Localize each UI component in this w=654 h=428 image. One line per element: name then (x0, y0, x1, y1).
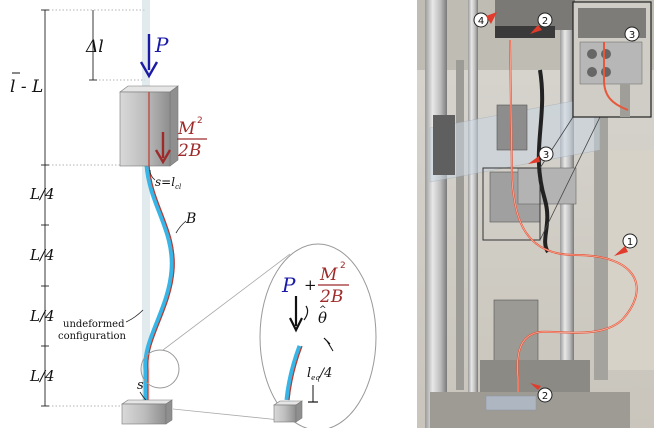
zoom-connector-top (162, 253, 291, 351)
pillar-left (425, 0, 447, 428)
marker-1: 1 (614, 233, 638, 256)
marker-3-inset: 3 (624, 26, 640, 42)
inset-theta: θ (318, 309, 327, 327)
inset-label-P: P (281, 273, 296, 297)
undeformed-pointer (125, 309, 144, 323)
dimension-quarters (41, 165, 49, 407)
zoom-connector-bottom (172, 408, 281, 421)
guide-lines (45, 9, 145, 407)
s-pointer (149, 169, 156, 181)
bottom-clamp-block (121, 399, 173, 425)
rod-cyan (143, 88, 175, 404)
svg-text:4: 4 (478, 16, 484, 27)
label-force-P: P (154, 33, 169, 57)
label-quarter-2: L/4 (29, 246, 55, 264)
label-undeformed-1: undeformed (63, 319, 125, 330)
screw-left (456, 60, 464, 390)
label-s-eq-lcl: s=lcl (155, 175, 181, 191)
undeformed-column (142, 0, 150, 406)
label-l-minus-L: l - L (10, 77, 43, 97)
label-B: B (185, 211, 196, 227)
B-pointer (175, 220, 187, 234)
moment-superscript: 2 (197, 116, 203, 126)
s-bottom-pointer (139, 391, 147, 401)
svg-text:3: 3 (543, 150, 549, 161)
black-cable (536, 69, 550, 254)
zoom-line-2 (539, 116, 601, 241)
rod-red-core (147, 88, 175, 404)
schematic-panel: Δl l - L P M 2 2B s=lcl L/4 L/4 L/4 L/4 … (10, 0, 377, 428)
photo-panel: 4 2 3 3 1 2 (417, 0, 654, 428)
svg-text:2: 2 (542, 391, 548, 402)
weight-block (493, 299, 539, 363)
marker-2-top: 2 (530, 12, 553, 34)
moment-denominator: 2B (177, 141, 201, 161)
label-delta-l: Δl (85, 37, 104, 57)
inset-leq: leq/4 (307, 366, 332, 382)
zoom-inset (572, 1, 652, 118)
moment-arrow (154, 132, 172, 165)
svg-text:2: 2 (542, 16, 548, 27)
inset-moment-num: M (319, 265, 338, 285)
dimension-delta-l (89, 10, 97, 81)
inset-theta-hat: ^ (319, 305, 327, 315)
inset-detail (259, 243, 377, 428)
pillar-mid (468, 0, 478, 428)
inset-label-plus: + (304, 276, 317, 294)
svg-text:3: 3 (629, 30, 635, 41)
marker-2-bottom: 2 (530, 383, 553, 403)
svg-text:1: 1 (627, 237, 633, 248)
label-quarter-4: L/4 (29, 367, 55, 385)
top-clamp-block (119, 85, 179, 167)
zoom-circle (140, 349, 180, 389)
inset-moment-sup: 2 (340, 261, 346, 271)
label-s: s (137, 378, 144, 393)
force-P-arrow (139, 34, 159, 79)
inset-moment-den: 2B (319, 287, 343, 307)
marker-4: 4 (473, 12, 497, 28)
moment-numerator: M (177, 119, 196, 139)
top-crossbeam (495, 0, 575, 30)
label-quarter-3: L/4 (29, 307, 55, 325)
label-undeformed-2: configuration (58, 331, 127, 342)
marker-3: 3 (528, 146, 554, 164)
label-quarter-1: L/4 (29, 185, 55, 203)
